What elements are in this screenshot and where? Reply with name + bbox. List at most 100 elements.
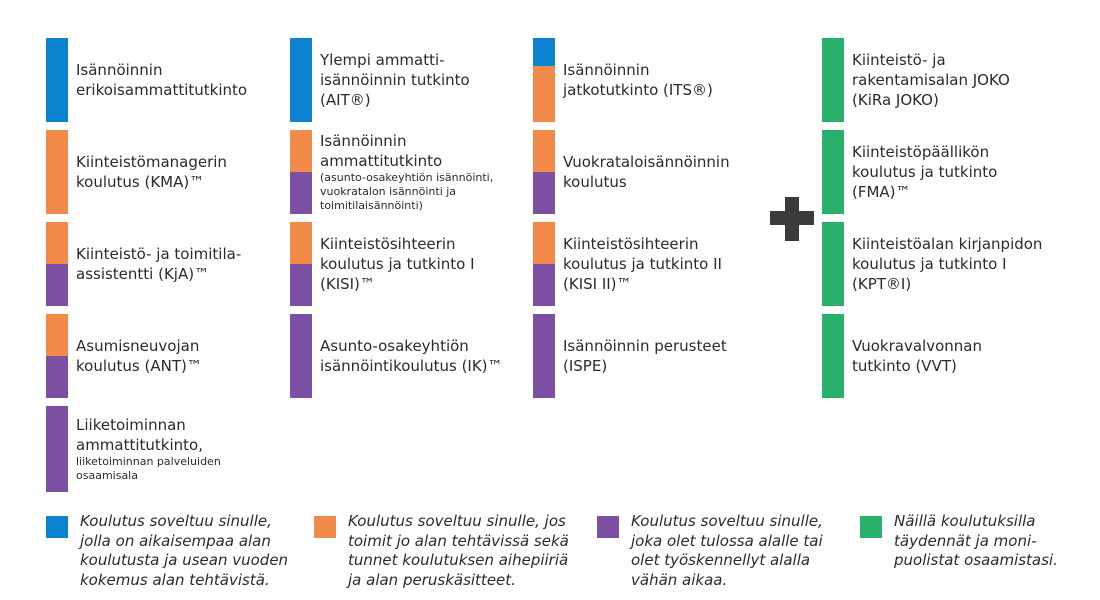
education-item: Liiketoiminnan ammattitutkinto,liiketoimi…: [46, 406, 276, 492]
item-text: Vuokravalvonnan tutkinto (VVT): [852, 314, 1082, 398]
color-bar: [822, 38, 844, 122]
color-bar-segment-orange: [46, 314, 68, 356]
color-bar: [290, 130, 312, 214]
color-bar-segment-green: [822, 130, 844, 214]
color-bar: [822, 222, 844, 306]
legend-text: Koulutus soveltuu sinulle,joka olet tulo…: [631, 512, 823, 590]
color-bar-segment-purple: [290, 172, 312, 214]
legend-text-line: joka olet tulossa alalle tai: [631, 531, 823, 550]
item-title-line: Vuokravalvonnan: [852, 337, 982, 355]
color-bar: [46, 314, 68, 398]
color-bar: [46, 38, 68, 122]
item-title-line: koulutus ja tutkinto I: [852, 255, 1007, 273]
legend-text-line: puolistat osaamistasi.: [894, 551, 1058, 569]
item-title-line: Asunto-osakeyhtiön: [320, 337, 469, 355]
item-title-line: Isännöinnin: [320, 132, 407, 150]
color-bar-segment-purple: [46, 406, 68, 492]
item-text: Asumisneuvojan koulutus (ANT)™: [76, 314, 276, 398]
legend-text-line: olet työskennellyt alalla: [631, 551, 811, 569]
education-item: Kiinteistö- ja toimitila-assistentti (Kj…: [46, 222, 276, 306]
education-item: Isännöinnin erikoisammattitutkinto: [46, 38, 276, 122]
item-title-line: (KISI II)™: [563, 275, 632, 293]
item-title-line: Isännöinnin: [76, 61, 163, 79]
legend-text-line: jolla on aikaisempaa alan: [80, 531, 271, 550]
color-bar-segment-orange: [533, 94, 555, 122]
item-title-line: Vuokrataloisännöinnin: [563, 153, 730, 171]
item-title-line: Kiinteistö- ja toimitila-: [76, 245, 242, 263]
education-item: Isännöinnin ammattitutkinto(asunto-osakey…: [290, 130, 525, 214]
legend-text-line: Näillä koulutuksilla: [894, 512, 1036, 530]
color-bar: [290, 38, 312, 122]
legend-text-line: täydennät ja moni-: [894, 531, 1037, 550]
color-bar-segment-orange: [533, 130, 555, 172]
color-bar: [533, 130, 555, 214]
color-bar-segment-purple: [46, 264, 68, 306]
color-bar: [533, 314, 555, 398]
item-title-line: isännöinnin tutkinto: [320, 71, 470, 89]
legend-text-line: tunnet koulutuksen aihepiiriä: [348, 551, 569, 569]
item-title-line: Kiinteistösihteerin: [320, 235, 456, 253]
color-bar: [290, 314, 312, 398]
color-bar-segment-orange: [46, 130, 68, 214]
item-subtitle-line: osaamisala: [76, 469, 138, 482]
item-text: Isännöinnin erikoisammattitutkinto: [76, 38, 276, 122]
legend-text-line: kokemus alan tehtävistä.: [80, 570, 270, 589]
education-item: Vuokravalvonnan tutkinto (VVT): [822, 314, 1082, 398]
legend-text-line: Koulutus soveltuu sinulle,: [631, 512, 823, 530]
item-subtitle-line: (asunto-osakeyhtiön isännöinti,: [320, 171, 494, 184]
item-text: Asunto-osakeyhtiön isännöintikoulutus (IK…: [320, 314, 525, 398]
item-title-line: erikoisammattitutkinto: [76, 81, 248, 99]
item-text: Ylempi ammatti-isännöinnin tutkinto (AIT®…: [320, 38, 525, 122]
legend-swatch: [46, 516, 68, 538]
education-item: Isännöinnin perusteet(ISPE): [533, 314, 798, 398]
item-title-line: (KiRa JOKO): [852, 91, 939, 109]
color-bar-segment-orange: [290, 130, 312, 172]
item-title-line: isännöintikoulutus (IK)™: [320, 357, 503, 375]
color-bar-segment-blue: [290, 38, 312, 122]
color-bar-segment-green: [822, 222, 844, 306]
color-bar-segment-orange: [46, 222, 68, 264]
color-bar: [46, 222, 68, 306]
item-subtitle-line: liiketoiminnan palveluiden: [76, 455, 221, 468]
item-title-line: (KISI)™: [320, 275, 375, 293]
color-bar-segment-purple: [290, 314, 312, 398]
color-bar: [822, 314, 844, 398]
item-title-line: (KPT®I): [852, 275, 912, 293]
legend-text-line: vähän aikaa.: [631, 570, 728, 589]
color-bar-segment-orange: [290, 222, 312, 264]
color-bar: [290, 222, 312, 306]
legend-swatch: [597, 516, 619, 538]
item-title-line: (AIT®): [320, 91, 371, 109]
color-bar-segment-purple: [533, 172, 555, 214]
color-bar-segment-orange: [533, 66, 555, 94]
legend-text-line: Koulutus soveltuu sinulle, jos: [348, 512, 566, 530]
item-title-line: Asumisneuvojan: [76, 337, 200, 355]
color-bar: [46, 130, 68, 214]
color-bar-segment-green: [822, 38, 844, 122]
item-text: Isännöinnin ammattitutkinto(asunto-osakey…: [320, 130, 525, 214]
item-title-line: ammattitutkinto,: [76, 436, 203, 454]
item-text: Liiketoiminnan ammattitutkinto,liiketoimi…: [76, 406, 276, 492]
color-bar: [46, 406, 68, 492]
education-item: Asumisneuvojan koulutus (ANT)™: [46, 314, 276, 398]
item-title-line: ammattitutkinto: [320, 152, 443, 170]
item-text: Kiinteistö- ja toimitila-assistentti (Kj…: [76, 222, 276, 306]
item-title-line: jatkotutkinto (ITS®): [563, 81, 713, 99]
item-title-line: koulutus (ANT)™: [76, 357, 202, 375]
legend-text-line: ja alan peruskäsitteet.: [348, 570, 516, 589]
item-title-line: Ylempi ammatti-: [320, 51, 445, 69]
item-title-line: Liiketoiminnan: [76, 416, 186, 434]
item-title-line: rakentamisalan JOKO: [852, 71, 1010, 89]
legend-swatch: [314, 516, 336, 538]
item-subtitle-line: vuokratalon isännöinti ja: [320, 185, 457, 198]
item-title-line: tutkinto (VVT): [852, 357, 957, 375]
